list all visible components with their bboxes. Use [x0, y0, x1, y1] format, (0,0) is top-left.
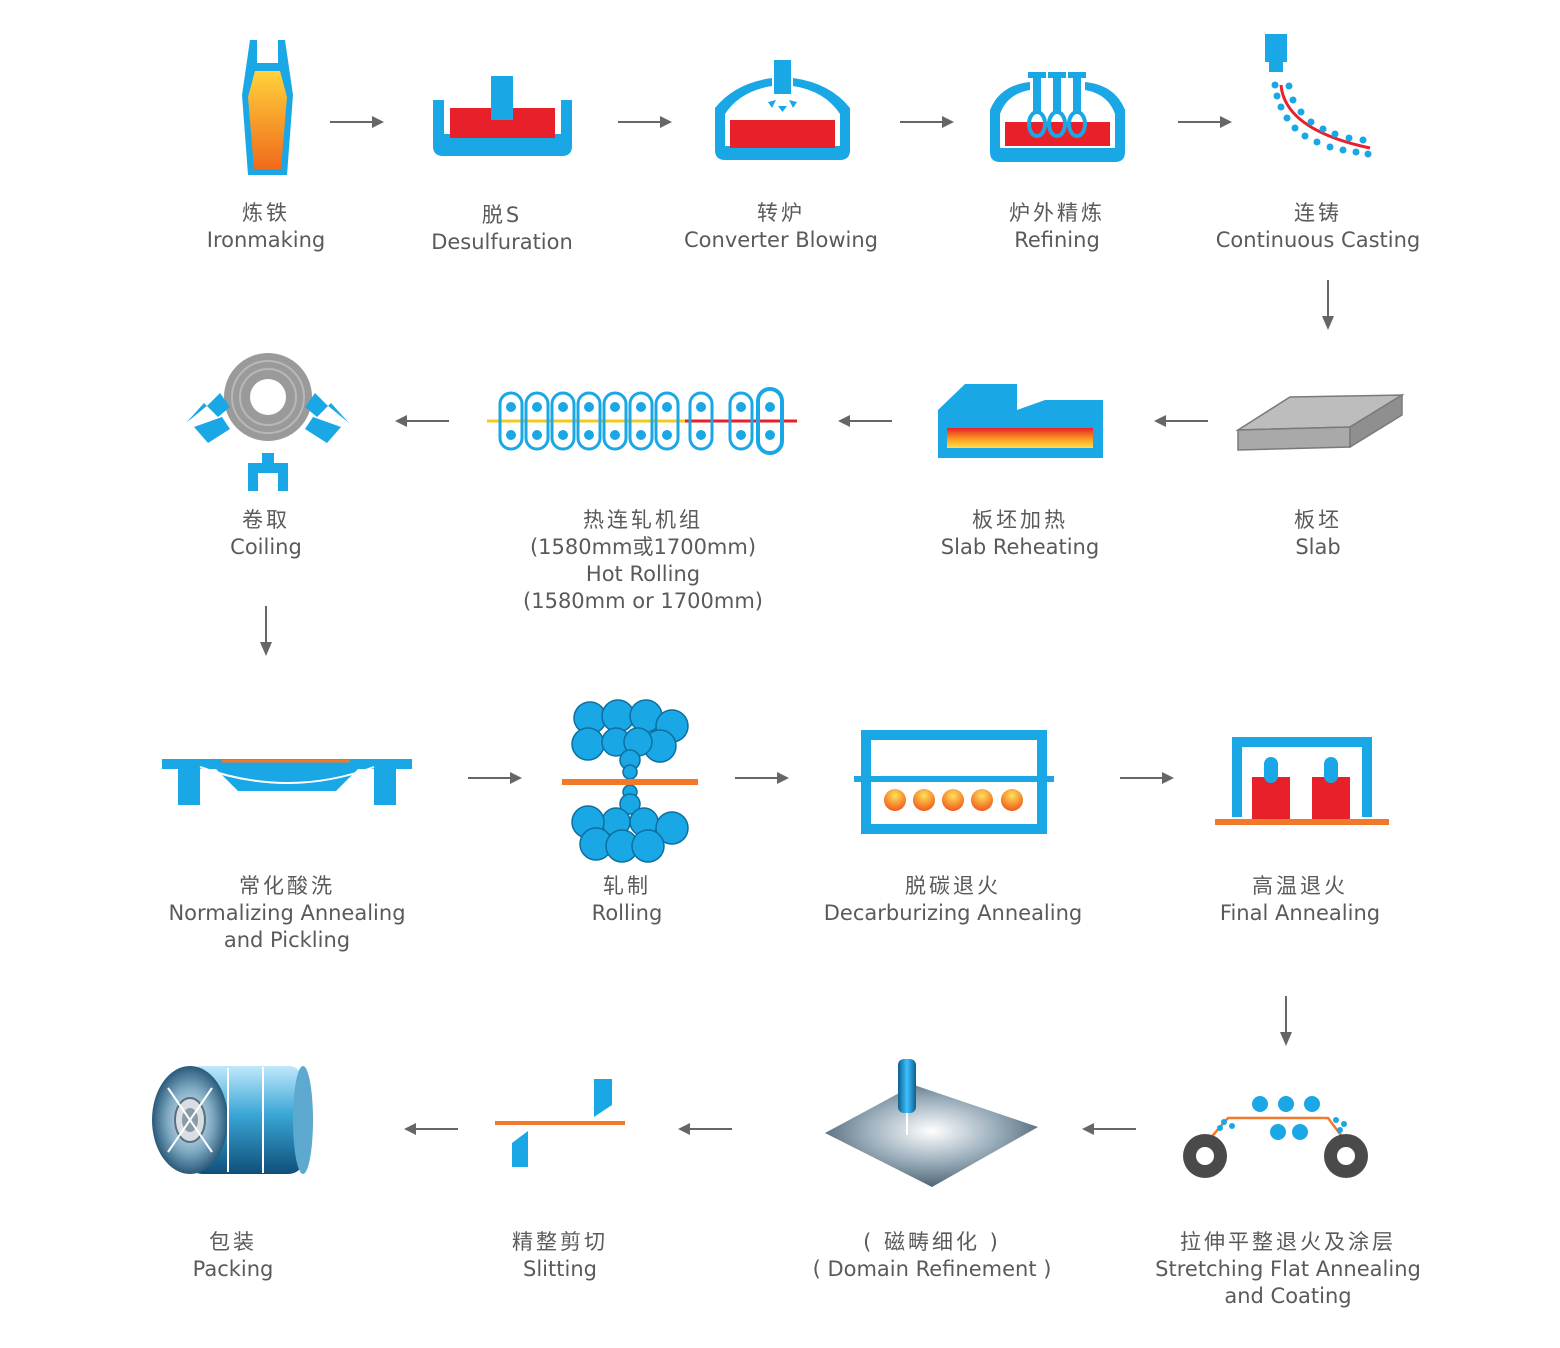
step-cn: 炼铁 — [241, 201, 290, 225]
step-label-packing: 包装 Packing — [193, 1229, 274, 1283]
step-cn: 炉外精炼 — [1009, 201, 1105, 225]
stretching-coating-line-icon — [1183, 1096, 1368, 1178]
step-en: Normalizing Annealing — [168, 901, 406, 925]
arrow-right-6 — [735, 772, 789, 784]
step-cn: 热连轧机组 — [583, 508, 703, 532]
desulfuration-ladle-icon — [433, 76, 572, 156]
arrow-down-2 — [260, 606, 272, 656]
step-cn: 卷取 — [242, 508, 290, 532]
step-cn-sub: (1580mm或1700mm) — [529, 535, 757, 559]
arrow-right-7 — [1120, 772, 1174, 784]
step-en: Slab — [1295, 535, 1341, 559]
step-cn: 精整剪切 — [512, 1230, 608, 1254]
step-label-coiling: 卷取 Coiling — [230, 507, 302, 561]
step-label-rolling: 轧制 Rolling — [592, 873, 663, 927]
step-en: Slitting — [523, 1257, 597, 1281]
arrow-left-3 — [395, 415, 449, 427]
step-en: Packing — [192, 1257, 274, 1281]
step-en: Continuous Casting — [1215, 228, 1421, 252]
slitting-shears-icon — [495, 1079, 625, 1167]
step-label-hot-rolling: 热连轧机组 (1580mm或1700mm) Hot Rolling (1580m… — [523, 507, 763, 615]
final-annealing-furnace-icon — [1215, 737, 1389, 825]
arrow-left-1 — [1154, 415, 1208, 427]
packed-coil-icon — [152, 1066, 313, 1174]
step-en: Hot Rolling — [585, 562, 701, 586]
arrow-down-3 — [1280, 996, 1292, 1046]
arrow-left-2 — [838, 415, 892, 427]
step-en: Ironmaking — [206, 228, 326, 252]
arrow-right-5 — [468, 772, 522, 784]
step-cn: 包装 — [209, 1230, 257, 1254]
step-en: Slab Reheating — [940, 535, 1100, 559]
step-en: ( Domain Refinement ) — [812, 1257, 1052, 1281]
step-label-decarburizing-annealing: 脱碳退火 Decarburizing Annealing — [824, 873, 1083, 927]
step-label-continuous-casting: 连铸 Continuous Casting — [1216, 200, 1420, 254]
slab-reheating-furnace-icon — [938, 384, 1103, 458]
rolling-mill-icon — [562, 699, 698, 863]
arrow-right-3 — [900, 116, 954, 128]
step-en: Stretching Flat Annealing — [1155, 1257, 1421, 1281]
arrow-left-5 — [678, 1123, 732, 1135]
arrow-right-4 — [1178, 116, 1232, 128]
step-en-sub: and Pickling — [223, 928, 351, 952]
converter-icon — [715, 60, 850, 160]
step-cn: 脱碳退火 — [904, 874, 1001, 898]
step-label-refining: 炉外精炼 Refining — [1009, 200, 1105, 254]
step-cn: 常化酸洗 — [238, 874, 335, 898]
step-en: Refining — [1014, 228, 1100, 252]
arrow-down-1 — [1322, 280, 1334, 330]
step-label-normalizing-pickling: 常化酸洗 Normalizing Annealing and Pickling — [168, 873, 405, 954]
step-en: Rolling — [591, 901, 663, 925]
pickling-line-icon — [162, 759, 412, 805]
laser-domain-refinement-icon — [825, 1059, 1038, 1187]
step-label-desulfuration: 脱S Desulfuration — [431, 202, 573, 256]
step-en: Desulfuration — [431, 230, 573, 254]
decarburizing-furnace-icon — [854, 730, 1054, 834]
step-cn: 转炉 — [756, 201, 805, 225]
arrow-left-4 — [1082, 1123, 1136, 1135]
step-label-ironmaking: 炼铁 Ironmaking — [207, 200, 325, 254]
step-cn: 高温退火 — [1252, 874, 1348, 898]
step-en: Coiling — [230, 535, 302, 559]
step-en-sub: and Coating — [1224, 1284, 1352, 1308]
step-label-final-annealing: 高温退火 Final Annealing — [1220, 873, 1380, 927]
step-en: Final Annealing — [1219, 901, 1381, 925]
step-en: Converter Blowing — [683, 228, 879, 252]
arrow-left-6 — [404, 1123, 458, 1135]
step-label-slab: 板坯 Slab — [1294, 507, 1342, 561]
continuous-casting-icon — [1265, 34, 1372, 158]
step-label-stretching-coating: 拉伸平整退火及涂层 Stretching Flat Annealing and … — [1155, 1229, 1421, 1310]
hot-rolling-mill-icon — [487, 387, 797, 455]
arrow-right-1 — [330, 116, 384, 128]
arrow-right-2 — [618, 116, 672, 128]
step-label-domain-refinement: ( 磁畴细化 ) ( Domain Refinement ) — [813, 1229, 1052, 1283]
step-label-slitting: 精整剪切 Slitting — [512, 1229, 608, 1283]
step-en: Decarburizing Annealing — [823, 901, 1083, 925]
step-cn: 轧制 — [602, 874, 651, 898]
step-cn: 板坯加热 — [971, 508, 1068, 532]
step-cn: ( 磁畴细化 ) — [863, 1230, 1001, 1254]
step-cn: 脱S — [481, 203, 523, 227]
step-cn: 连铸 — [1294, 201, 1342, 225]
step-label-converter: 转炉 Converter Blowing — [684, 200, 878, 254]
coiler-icon — [186, 353, 349, 491]
slab-icon — [1235, 393, 1405, 451]
refining-icon — [990, 72, 1125, 162]
step-en-sub: (1580mm or 1700mm) — [523, 589, 763, 613]
step-label-slab-reheating: 板坯加热 Slab Reheating — [941, 507, 1099, 561]
step-cn: 拉伸平整退火及涂层 — [1179, 1230, 1396, 1254]
step-cn: 板坯 — [1294, 508, 1342, 532]
ironmaking-furnace-icon — [242, 40, 293, 175]
